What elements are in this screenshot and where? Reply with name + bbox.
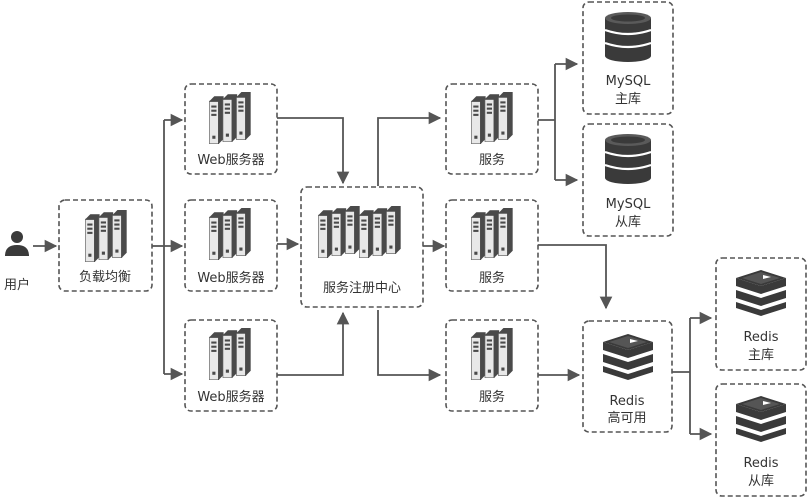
edge-registry-svc1 <box>377 111 442 186</box>
server-rack-icon <box>209 328 251 380</box>
redis-master-line2: 主库 <box>748 347 774 363</box>
edge-web1-registry <box>277 117 350 185</box>
web-server-2-label: Web服务器 <box>197 270 264 286</box>
web-server-3-label: Web服务器 <box>197 389 264 405</box>
node-redis-ha: Redis 高可用 <box>582 320 673 433</box>
web-server-1-label: Web服务器 <box>197 152 264 168</box>
server-rack-icon <box>471 92 513 144</box>
node-web-server-3: Web服务器 <box>184 319 278 412</box>
node-web-server-2: Web服务器 <box>184 199 278 292</box>
server-rack-icon <box>471 328 513 380</box>
database-icon <box>605 134 651 184</box>
service-2-label: 服务 <box>479 270 505 286</box>
redis-master-line1: Redis <box>743 330 778 345</box>
node-redis-slave: Redis 从库 <box>715 383 807 497</box>
server-rack-icon <box>359 206 401 258</box>
server-rack-icon <box>209 208 251 260</box>
redis-ha-line2: 高可用 <box>607 410 646 426</box>
server-rack-icon <box>318 206 360 258</box>
server-rack-icon <box>209 92 251 144</box>
service-3-label: 服务 <box>479 389 505 405</box>
service-registry-label: 服务注册中心 <box>323 280 401 296</box>
node-mysql-slave: MySQL 从库 <box>582 123 674 237</box>
mysql-slave-line2: 从库 <box>615 214 641 230</box>
mysql-master-line2: 主库 <box>615 91 641 107</box>
user-icon <box>5 231 29 256</box>
user-label: 用户 <box>4 277 30 293</box>
redis-ha-line1: Redis <box>609 394 644 409</box>
redis-slave-line1: Redis <box>743 456 778 471</box>
node-mysql-master: MySQL 主库 <box>582 1 674 115</box>
mysql-master-line1: MySQL <box>606 74 651 89</box>
edge-registry-svc3 <box>377 310 442 382</box>
service-1-label: 服务 <box>479 152 505 168</box>
node-service-registry: 服务注册中心 <box>300 186 424 308</box>
mysql-slave-line1: MySQL <box>606 197 651 212</box>
node-user: 用户 <box>4 231 30 293</box>
server-rack-icon <box>471 208 513 260</box>
node-service-3: 服务 <box>445 319 539 412</box>
load-balancer-label: 负载均衡 <box>79 270 131 285</box>
server-rack-icon <box>85 210 127 262</box>
redis-slave-line2: 从库 <box>748 473 774 489</box>
database-icon <box>605 12 651 62</box>
node-redis-master: Redis 主库 <box>715 257 807 371</box>
node-service-1: 服务 <box>445 83 539 175</box>
node-web-server-1: Web服务器 <box>184 83 278 175</box>
node-load-balancer: 负载均衡 <box>58 199 153 292</box>
edge-web3-registry <box>277 311 350 376</box>
edges <box>33 57 713 441</box>
node-service-2: 服务 <box>445 199 539 292</box>
edge-svc2-redis <box>538 244 613 310</box>
